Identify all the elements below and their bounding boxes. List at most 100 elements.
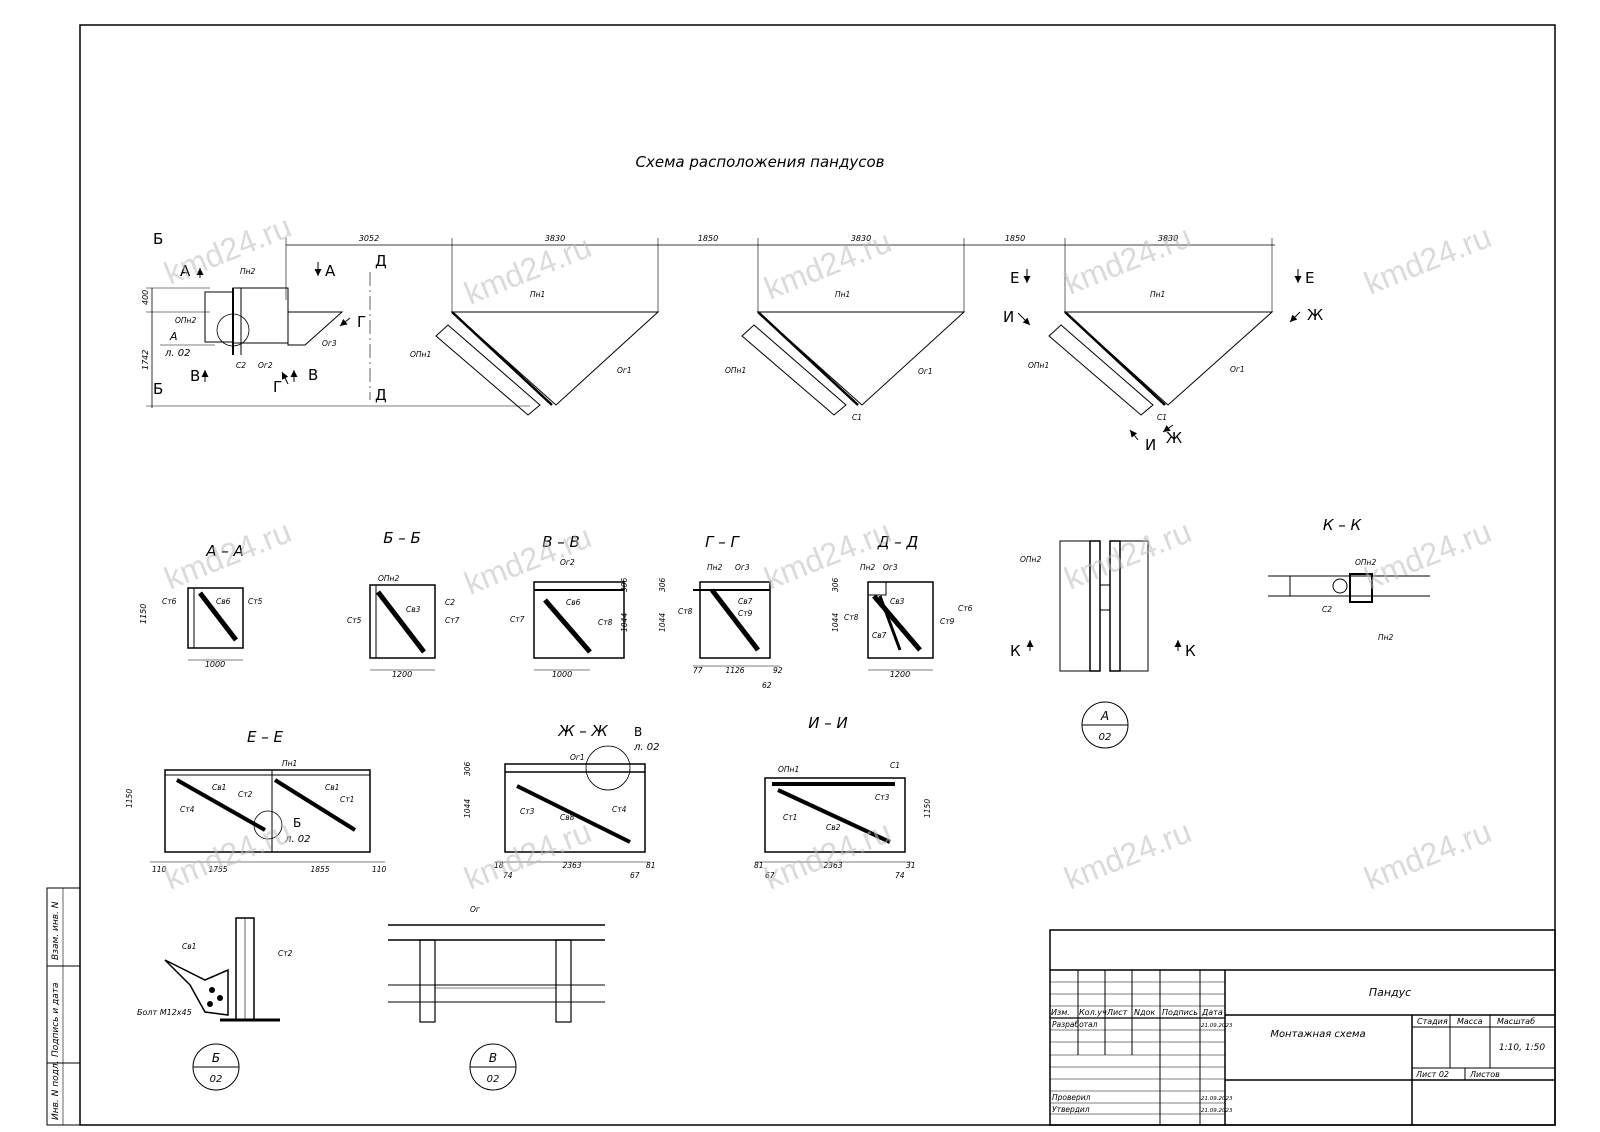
tb-col-ndok: Nдок	[1134, 1008, 1155, 1017]
plan-label-pn1-c: Пн1	[1150, 290, 1165, 299]
section-ee-dim-h: 1150	[125, 789, 134, 808]
plan-label-opn1-a: ОПн1	[410, 350, 431, 359]
section-ii-dim-2: 67	[765, 871, 775, 880]
section-vv-label-st7: Ст7	[510, 615, 525, 624]
section-zh-dim-3: 18	[494, 861, 504, 870]
tb-subtitle: Монтажная схема	[1270, 1029, 1365, 1040]
section-kk: К – К ОПн2 С2 Пн2	[1268, 516, 1430, 642]
detail-b-bolt: Болт М12х45	[137, 1008, 192, 1017]
section-mark-zh-top: Ж	[1307, 306, 1323, 324]
tb-col-podpis: Подпись	[1162, 1008, 1198, 1017]
detail-b-letter: Б	[212, 1051, 220, 1065]
section-bb: Б – Б ОПн2 С2 Св3 Ст5 Ст7 1200	[347, 529, 460, 679]
plan-vdim-1: 400	[141, 290, 150, 305]
stamp-signature-date: Подпись и дата	[51, 982, 61, 1057]
section-kk-title: К – К	[1323, 516, 1363, 534]
section-vv-title: В – В	[542, 533, 580, 551]
section-mark-v-right: В	[308, 366, 318, 384]
plan-label-s1-b: С1	[852, 413, 862, 422]
plan-label-opn1-c: ОПн1	[1028, 361, 1049, 370]
section-bb-label-st7: Ст7	[445, 616, 460, 625]
side-stamp: Взам. инв. N Подпись и дата Инв. N подл.	[46, 887, 81, 1126]
tb-mass-label: Масса	[1457, 1017, 1483, 1026]
section-zh-dim-1: 306	[463, 761, 472, 776]
section-ii-title: И – И	[808, 714, 847, 732]
plan-label-opn1-b: ОПн1	[725, 366, 746, 375]
section-ii-label-sv2: Св2	[826, 823, 841, 832]
section-gg-label-og3: Ог3	[735, 563, 750, 572]
stamp-orig-inv: Инв. N подл.	[51, 1061, 61, 1120]
detail-v-sheet: 02	[487, 1074, 500, 1085]
section-zh-dim-7: 81	[646, 861, 656, 870]
section-ii-label-opn1: ОПн1	[778, 765, 799, 774]
tb-sheets: Листов	[1469, 1070, 1500, 1079]
section-ii-dim-3: 2363	[823, 861, 842, 870]
section-aa: А – А Ст6 Св6 Ст5 1150 1000	[139, 542, 263, 669]
section-aa-label-sv6: Св6	[216, 597, 231, 606]
section-mark-i-bottom: И	[1145, 436, 1156, 454]
section-ii-dim-h: 1150	[923, 799, 932, 818]
section-mark-g-right: Г	[357, 313, 366, 331]
section-ii-label-s1: С1	[890, 761, 900, 770]
detail-b: Св1 Ст2 Болт М12х45 Б 02	[137, 917, 293, 1091]
plan-label-pn1-a: Пн1	[530, 290, 545, 299]
plan-dim-4: 3830	[851, 234, 871, 243]
plan-label-og1-b: Ог1	[918, 367, 933, 376]
section-ee-dim-3: 1855	[310, 865, 329, 874]
section-mark-zh-bottom: Ж	[1166, 429, 1182, 447]
section-gg-label-sv7: Св7	[738, 597, 753, 606]
section-gg-dim-4: 1126	[725, 666, 744, 675]
section-aa-dim-w: 1000	[205, 660, 225, 669]
section-mark-b-bottom: Б	[153, 380, 163, 398]
section-dd-label-st9: Ст9	[940, 617, 955, 626]
section-zh-callout-sheet: л. 02	[633, 742, 659, 753]
tb-sheet: Лист 02	[1415, 1070, 1449, 1079]
watermark-12: kmd24.ru	[459, 813, 596, 896]
section-zh: Ж – Ж Ог1 Ст3 Св8 Ст4 В л. 02 306 1044 1…	[463, 722, 659, 880]
section-dd-dim-2: 1044	[831, 613, 840, 632]
section-vv-dim-2: 1044	[620, 613, 629, 632]
watermark-14: kmd24.ru	[1059, 813, 1196, 896]
section-ii-label-st1: Ст1	[783, 813, 797, 822]
plan-dim-2: 3830	[545, 234, 565, 243]
section-dd-label-og3: Ог3	[883, 563, 898, 572]
watermark-6: kmd24.ru	[159, 513, 296, 596]
section-ee-callout-letter: Б	[293, 816, 301, 830]
watermark-1: kmd24.ru	[159, 208, 296, 291]
section-zh-dim-6: 67	[630, 871, 640, 880]
plan-view: 3052 3830 1850 3830 1850 3830 400 1742	[141, 230, 1323, 454]
detail-a-cut-left: К	[1010, 642, 1021, 660]
section-kk-label-s2: С2	[1322, 605, 1332, 614]
plan-label-og1-c: Ог1	[1230, 365, 1245, 374]
section-ii-label-st3: Ст3	[875, 793, 890, 802]
watermark-9: kmd24.ru	[1059, 513, 1196, 596]
section-mark-b-top: Б	[153, 230, 163, 248]
section-mark-e-left: Е	[1010, 269, 1019, 287]
section-zh-title: Ж – Ж	[557, 722, 608, 740]
section-mark-i-top: И	[1003, 308, 1014, 326]
section-gg-label-st8: Ст8	[678, 607, 693, 616]
section-vv: В – В Ог2 Св6 Ст7 Ст8 306 1044 1000	[510, 533, 629, 679]
section-gg-label-pn2: Пн2	[707, 563, 723, 572]
section-dd-label-sv7: Св7	[872, 631, 887, 640]
tb-col-list: Лист	[1106, 1008, 1128, 1017]
tb-stage-label: Стадия	[1417, 1017, 1448, 1026]
tb-row-approved: Утвердил	[1052, 1105, 1090, 1114]
section-ee-label-st4: Ст4	[180, 805, 195, 814]
section-vv-dim-1: 306	[620, 577, 629, 592]
plan-dim-1: 3052	[359, 234, 379, 243]
section-gg-dim-1: 306	[658, 577, 667, 592]
section-dd-label-sv3: Св3	[890, 597, 905, 606]
section-ii: И – И ОПн1 С1 Ст3 Ст1 Св2 1150 81 67 236…	[754, 714, 932, 880]
section-gg-dim-5: 92	[773, 666, 783, 675]
section-zh-dim-4: 74	[503, 871, 513, 880]
watermark-3: kmd24.ru	[759, 223, 896, 306]
section-mark-e-right: Е	[1305, 269, 1314, 287]
section-gg-label-st9: Ст9	[738, 609, 753, 618]
section-kk-label-pn2: Пн2	[1378, 633, 1394, 642]
plan-label-og2: Ог2	[258, 361, 273, 370]
section-zh-dim-5: 2363	[562, 861, 581, 870]
section-vv-label-sv6: Св6	[566, 598, 581, 607]
watermark-7: kmd24.ru	[459, 518, 596, 601]
plan-callout-sheet: л. 02	[164, 348, 190, 359]
